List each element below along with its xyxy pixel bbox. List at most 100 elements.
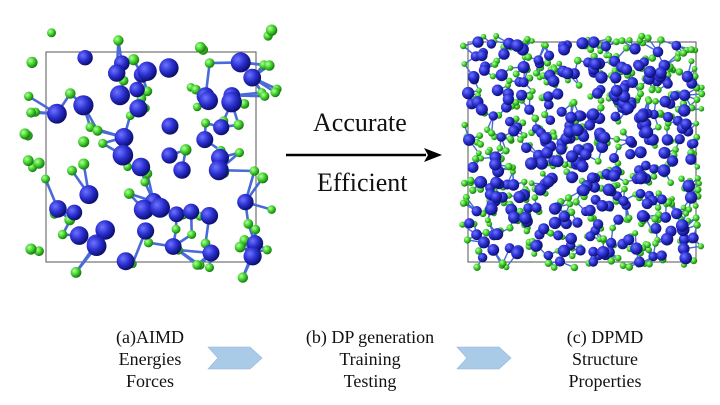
blue-atom	[513, 190, 526, 204]
blue-atom	[557, 244, 571, 258]
green-atom	[691, 72, 699, 80]
blue-atom	[77, 50, 93, 66]
green-atom	[550, 264, 558, 271]
green-atom	[690, 257, 698, 265]
green-atom	[622, 178, 629, 186]
green-atom	[140, 177, 150, 187]
blue-atom	[475, 103, 488, 116]
blue-atom	[463, 133, 476, 146]
green-atom	[646, 260, 653, 268]
stage-aimd-title: (a)AIMD	[116, 327, 184, 347]
blue-atom	[213, 119, 230, 136]
blue-atom	[585, 231, 596, 242]
blue-atom	[565, 111, 577, 124]
blue-atom	[485, 202, 498, 216]
green-atom	[482, 228, 491, 237]
blue-atom	[662, 78, 673, 89]
blue-atom	[543, 91, 554, 102]
blue-atom	[636, 110, 649, 123]
blue-atom	[502, 93, 515, 106]
green-atom	[572, 198, 580, 206]
green-atom	[201, 118, 211, 128]
green-atom	[648, 86, 656, 94]
blue-atom	[491, 84, 504, 97]
blue-atom	[161, 147, 178, 164]
green-atom	[626, 37, 633, 44]
blue-atom	[618, 195, 629, 207]
blue-atom	[623, 234, 635, 246]
green-atom	[234, 241, 246, 253]
blue-atom	[137, 222, 155, 240]
stage-dp-line1: Training	[339, 349, 401, 369]
blue-atom	[545, 115, 556, 125]
green-atom	[587, 214, 595, 222]
green-atom	[650, 173, 658, 180]
blue-atom	[478, 64, 490, 76]
blue-atom	[658, 146, 671, 159]
blue-atom	[131, 157, 151, 177]
green-atom	[692, 202, 699, 209]
green-atom	[26, 107, 37, 118]
green-atom	[113, 35, 124, 46]
blue-atom	[49, 200, 67, 218]
green-atom	[672, 146, 679, 153]
blue-atom	[114, 127, 134, 147]
blue-atom	[671, 40, 682, 51]
green-atom	[187, 230, 197, 239]
blue-atom	[598, 131, 611, 144]
blue-atom	[196, 131, 214, 149]
blue-atom	[202, 244, 220, 262]
green-atom	[657, 36, 665, 44]
stage-dp-generation: (b) DP generation Training Testing	[280, 326, 460, 392]
aimd-atoms	[19, 24, 282, 283]
green-atom	[524, 53, 533, 61]
blue-atom	[625, 135, 636, 147]
blue-atom	[654, 67, 667, 79]
green-atom	[570, 98, 578, 107]
blue-atom	[474, 175, 487, 189]
green-atom	[547, 229, 555, 237]
accurate-efficient-arrow	[286, 148, 442, 162]
green-atom	[237, 272, 248, 283]
blue-atom	[641, 198, 653, 210]
green-atom	[638, 32, 646, 40]
blue-atom	[556, 106, 567, 117]
blue-atom	[495, 69, 508, 82]
blue-atom	[643, 65, 657, 78]
blue-atom	[588, 257, 599, 267]
green-atom	[564, 194, 573, 202]
blue-atom	[208, 160, 229, 181]
green-atom	[678, 175, 685, 182]
blue-atom	[602, 183, 615, 196]
blue-atom	[634, 256, 645, 268]
blue-atom	[511, 247, 524, 260]
blue-atom	[650, 222, 662, 234]
green-atom	[250, 224, 261, 235]
blue-atom	[576, 37, 589, 50]
green-atom	[523, 227, 530, 235]
green-atom	[529, 38, 535, 44]
stage-aimd-line2: Forces	[126, 371, 174, 391]
blue-atom	[551, 155, 564, 168]
green-atom	[556, 60, 563, 67]
green-atom	[698, 90, 706, 98]
blue-atom	[525, 157, 538, 170]
green-atom	[644, 241, 651, 249]
green-atom	[521, 132, 528, 139]
blue-atom	[575, 245, 586, 256]
blue-atom	[489, 158, 502, 171]
blue-atom	[159, 58, 179, 78]
blue-atom	[243, 68, 262, 87]
blue-atom	[681, 70, 694, 83]
green-atom	[477, 155, 485, 162]
blue-atom	[555, 143, 567, 155]
green-atom	[645, 97, 653, 105]
green-atom	[693, 120, 700, 127]
green-atom	[475, 150, 482, 157]
blue-atom	[634, 60, 645, 72]
blue-atom	[462, 86, 475, 100]
blue-atom	[108, 64, 126, 82]
blue-atom	[685, 153, 697, 165]
blue-atom	[541, 146, 553, 159]
blue-atom	[221, 91, 242, 113]
